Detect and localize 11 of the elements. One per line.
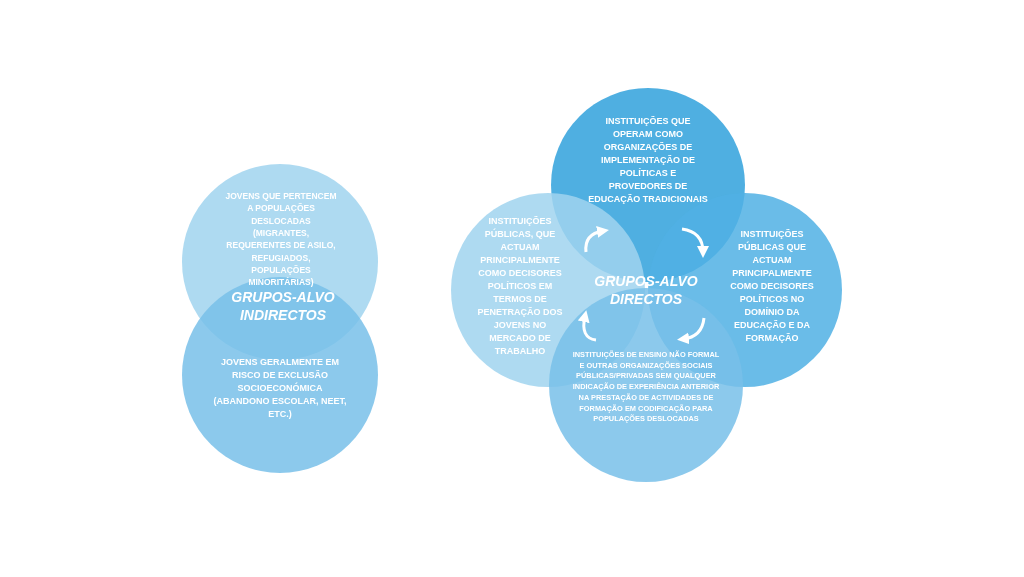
group-title: GRUPOS-ALVO INDIRECTOS bbox=[230, 288, 336, 325]
circle-text: INSTITUIÇÕES QUE OPERAM COMO ORGANIZAÇÕES DE IMPLEMENTAÇÃO DE POLÍTICAS E PROVEDORES DE EDUCAÇÃO TRADICIONAIS bbox=[587, 115, 709, 207]
curved-arrow bbox=[681, 227, 709, 258]
circle-text: JOVENS GERALMENTE EM RISCO DE EXCLUSÃO SOCIOECONÓMICA (ABANDONO ESCOLAR, NEET, ETC.) bbox=[212, 356, 348, 422]
circle-text: JOVENS QUE PERTENCEM A POPULAÇÕES DESLOCADAS (MIGRANTES, REQUERENTES DE ASILO, REFUGIADOS, POPULAÇÕES MINORITÁRIAS) bbox=[224, 190, 338, 289]
circle-text: INSTITUIÇÕES PÚBLICAS QUE ACTUAM PRINCIPALMENTE COMO DECISORES POLÍTICOS NO DOMÍNIO DA EDUCAÇÃO E DA FORMAÇÃO bbox=[729, 228, 815, 346]
curved-arrow bbox=[677, 317, 706, 345]
circle-text: INSTITUIÇÕES PÚBLICAS, QUE ACTUAM PRINCIPALMENTE COMO DECISORES POLÍTICOS EM TERMOS DE PENETRAÇÃO DOS JOVENS NO MERCADO DE TRABALHO bbox=[476, 215, 564, 359]
curved-arrow bbox=[577, 310, 597, 342]
curved-arrow bbox=[584, 226, 609, 253]
group-title: GRUPOS-ALVO DIRECTOS bbox=[593, 272, 699, 309]
